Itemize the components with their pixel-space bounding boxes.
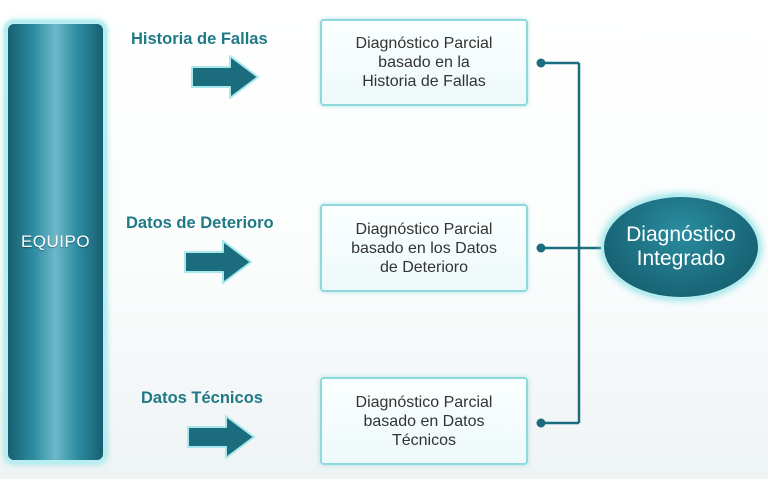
arrow-right-icon [187, 415, 255, 459]
equipo-block: EQUIPO [4, 20, 107, 464]
connector-dot [536, 58, 546, 68]
arrow-right-icon [184, 240, 252, 284]
partial-diagnosis-tecnicos: Diagnóstico Parcial basado en Datos Técn… [320, 377, 528, 465]
box-line: Historia de Fallas [362, 73, 486, 90]
box-line: Diagnóstico Parcial [355, 220, 493, 238]
input-label-historia: Historia de Fallas [131, 30, 268, 48]
partial-diagnosis-historia: Diagnóstico Parcial basado en la Histori… [320, 19, 528, 106]
equipo-label: EQUIPO [20, 232, 91, 251]
box-line: basado en Datos [363, 412, 485, 430]
box-line: basado en la [378, 54, 470, 71]
input-label-tecnicos: Datos Técnicos [141, 389, 263, 407]
integrated-diagnosis: Diagnóstico Integrado [601, 194, 761, 300]
integrated-line: Diagnóstico [626, 223, 736, 246]
partial-diagnosis-deterioro: Diagnóstico Parcial basado en los Datos … [320, 204, 528, 292]
arrow-right-icon [191, 55, 259, 99]
connector-dot [536, 418, 546, 428]
integrated-line: Integrado [636, 247, 726, 270]
box-line: de Deterioro [379, 258, 469, 276]
box-line: Diagnóstico Parcial [355, 393, 493, 411]
box-line: Diagnóstico Parcial [355, 35, 493, 52]
box-line: Técnicos [391, 431, 457, 449]
input-label-deterioro: Datos de Deterioro [126, 214, 274, 232]
box-line: basado en los Datos [351, 239, 497, 257]
connector-dot [536, 243, 546, 253]
